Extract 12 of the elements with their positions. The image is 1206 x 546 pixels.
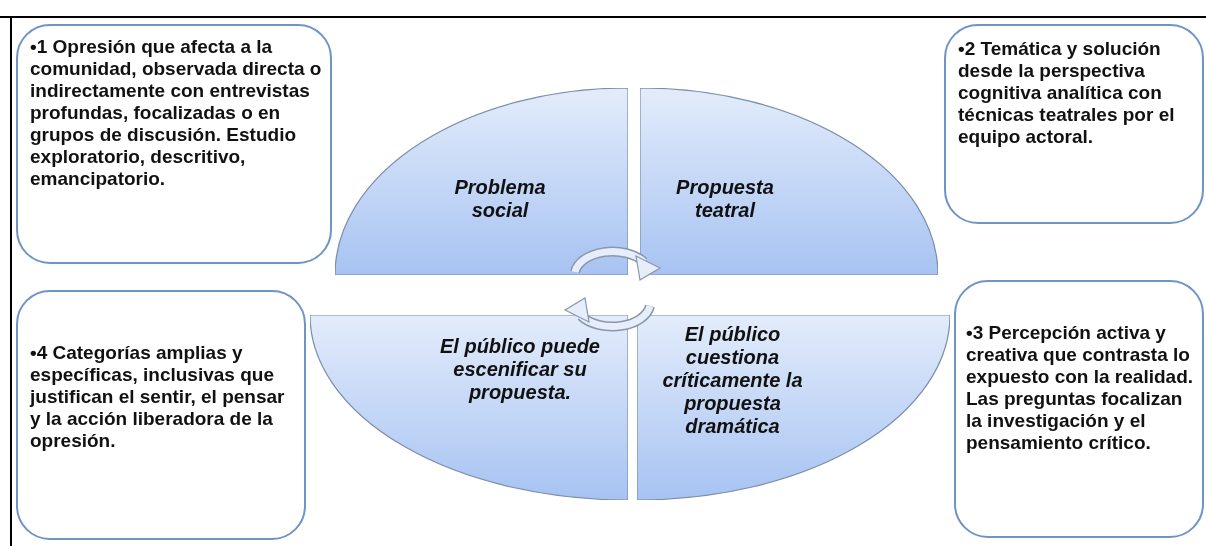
bullet-text: •3 Percepción activa y creativa que contrasta lo expuesto con la realidad. Las preguntas focalizan la investigación y el pensamiento crítico. bbox=[966, 322, 1195, 454]
segment-label: El público puede escenificar su propuesta. bbox=[439, 335, 601, 404]
segment-label: Propuesta teatral bbox=[675, 176, 775, 222]
text-box bbox=[16, 24, 332, 264]
text-box bbox=[954, 280, 1204, 538]
bullet-text: •1 Opresión que afecta a la comunidad, observada directa o indirectamente con entrevistas profundas, focalizadas o en grupos de discusión. Estudio exploratorio, descritivo, emancipatorio. bbox=[30, 36, 322, 190]
text-box bbox=[16, 290, 306, 540]
bullet-text: •4 Categorías amplias y específicas, inclusivas que justifican el sentir, el pensar y la acción liberadora de la opresión. bbox=[30, 342, 286, 452]
bullet-text: •2 Temática y solución desde la perspectiva cognitiva analítica con técnicas teatrales por el equipo actoral. bbox=[958, 38, 1176, 148]
segment-label: Problema social bbox=[453, 176, 547, 222]
segment-label: El público cuestiona críticamente la propuesta dramática bbox=[661, 323, 804, 438]
text-box bbox=[944, 24, 1204, 224]
